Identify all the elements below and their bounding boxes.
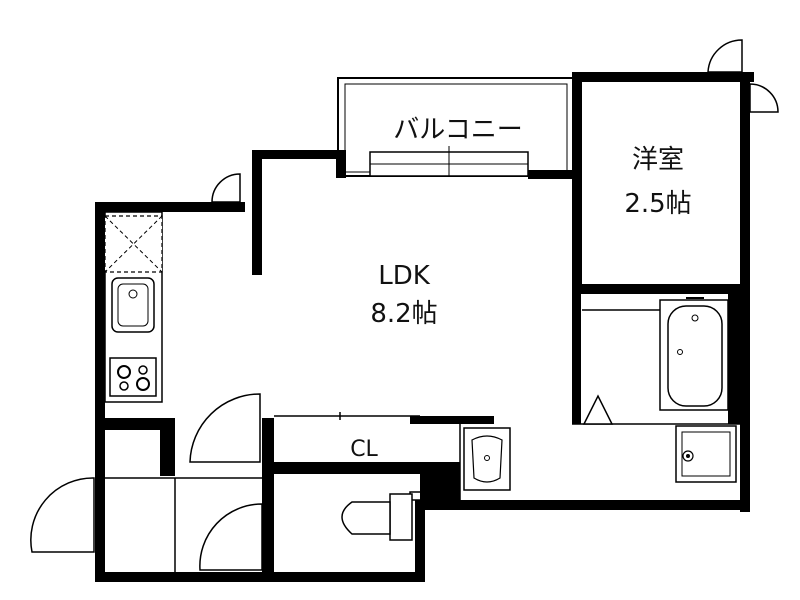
kitchen-fixtures — [104, 211, 163, 403]
labels: バルコニー 洋室 2.5帖 LDK 8.2帖 CL — [350, 115, 691, 462]
bathtub-icon — [659, 297, 729, 411]
closet-label: CL — [350, 437, 378, 462]
sink-icon — [111, 277, 155, 333]
toilet-icon — [341, 493, 413, 541]
refrigerator-space-icon — [104, 215, 163, 273]
western-room-size: 2.5帖 — [624, 189, 691, 219]
toilet-door — [199, 503, 263, 571]
entrance-door-top — [707, 39, 743, 73]
western-room-name: 洋室 — [632, 145, 684, 175]
washing-machine-pan-icon — [675, 425, 737, 483]
doors — [30, 39, 779, 571]
western-room-side-door — [749, 83, 779, 113]
balcony-label: バルコニー — [393, 115, 522, 145]
front-door — [30, 477, 95, 553]
balcony — [337, 77, 575, 177]
hall-door — [189, 393, 261, 463]
washbasin-icon — [463, 427, 511, 491]
stove-icon — [109, 357, 157, 397]
ldk-name: LDK — [378, 261, 431, 291]
walls — [95, 72, 754, 582]
ldk-size: 8.2帖 — [370, 299, 437, 329]
kitchen-door — [211, 173, 241, 203]
bath-door-icon — [582, 394, 614, 425]
